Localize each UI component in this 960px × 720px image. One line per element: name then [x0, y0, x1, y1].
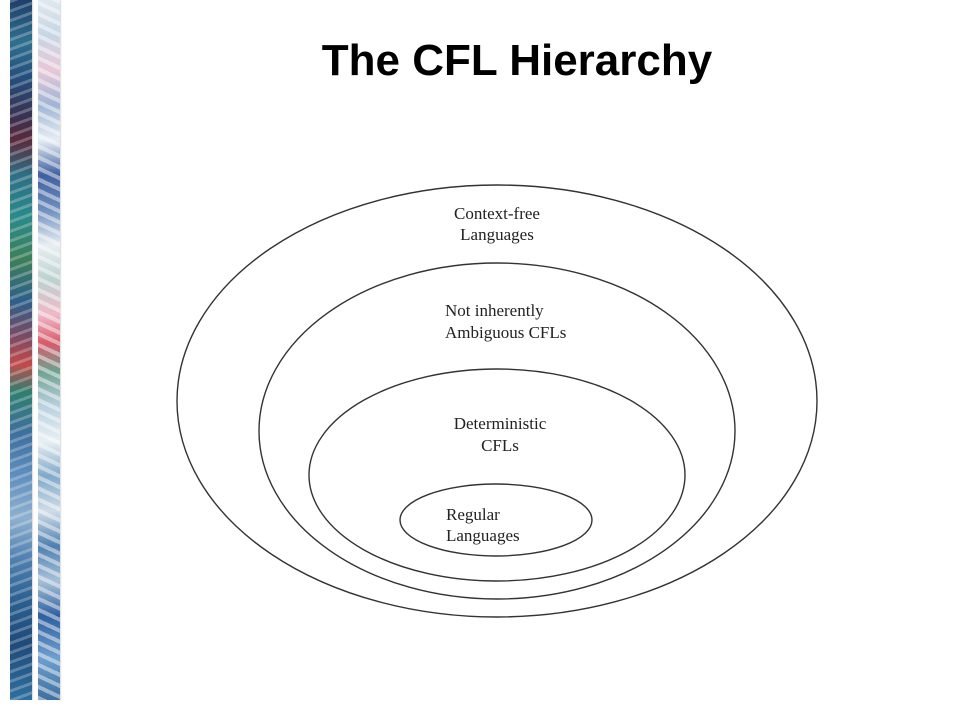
decorative-stripe-left [10, 0, 32, 700]
region-not-inherently-ambiguous: Not inherently Ambiguous CFLs [258, 262, 736, 600]
label-regular-line2: Languages [446, 526, 520, 545]
region-context-free: Context-free Languages [176, 184, 818, 618]
label-context-free-line1: Context-free [454, 204, 540, 223]
ellipse-context-free [176, 184, 818, 618]
ellipse-not-inherently-ambiguous [258, 262, 736, 600]
ellipse-regular [399, 483, 593, 557]
label-regular-line1: Regular [446, 505, 500, 524]
ellipse-deterministic [308, 368, 686, 582]
region-regular: Regular Languages [399, 483, 593, 557]
label-not-inherently-ambiguous-line2: Ambiguous CFLs [445, 323, 566, 342]
label-context-free-line2: Languages [460, 225, 534, 244]
region-deterministic: Deterministic CFLs [308, 368, 686, 582]
decorative-stripe-right [38, 0, 60, 700]
label-deterministic-line1: Deterministic [454, 414, 547, 433]
slide-title: The CFL Hierarchy [321, 36, 713, 85]
label-not-inherently-ambiguous-line1: Not inherently [445, 301, 544, 320]
label-deterministic-line2: CFLs [481, 436, 519, 455]
